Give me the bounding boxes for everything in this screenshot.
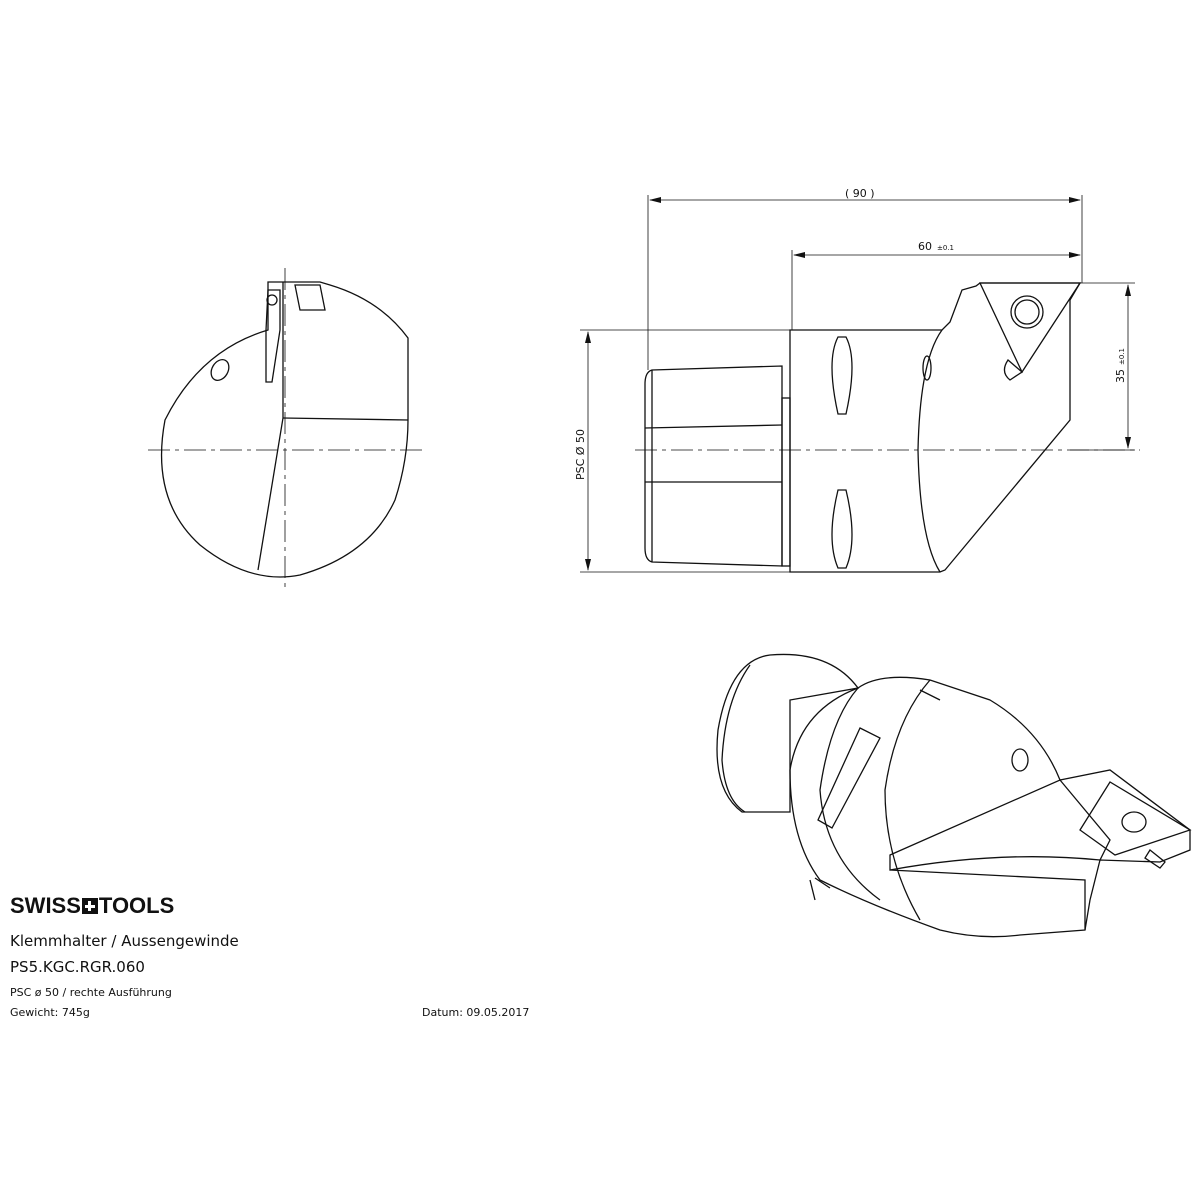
holder-body — [789, 282, 1082, 573]
insert-clamp — [1003, 359, 1024, 381]
dim-overall-length: ( 90 ) — [845, 187, 875, 200]
insert-hole — [266, 294, 278, 306]
front-edge-slant — [257, 282, 284, 571]
psc-shank — [644, 365, 783, 567]
insert-side — [265, 289, 281, 383]
iso-coolant-port — [1011, 748, 1029, 772]
front-edge — [282, 417, 409, 421]
clamp-slot-bottom — [831, 489, 853, 569]
front-outline — [160, 281, 409, 578]
threading-insert — [978, 282, 1082, 374]
iso-insert-screw — [1121, 811, 1147, 833]
iso-shank — [716, 653, 860, 813]
iso-head-top — [889, 779, 1111, 871]
product-code: PS5.KGC.RGR.060 — [10, 958, 145, 976]
shank-collar — [781, 397, 791, 567]
drawing-date: Datum: 09.05.2017 — [422, 1006, 530, 1019]
dim-height-35-tol: ±0.1 — [1118, 348, 1126, 365]
dim-length-60-tol: ±0.1 — [937, 244, 954, 252]
dim-height-35: 35 — [1114, 369, 1127, 383]
isometric-view — [716, 653, 1192, 938]
swisstools-logo: SWISS TOOLS — [10, 893, 174, 919]
clamp-part — [294, 284, 326, 311]
product-weight: Gewicht: 745g — [10, 1006, 90, 1019]
product-spec: PSC ø 50 / rechte Ausführung — [10, 986, 172, 999]
iso-body — [789, 676, 1191, 938]
side-view: ( 90 ) 60 ±0.1 35 ±0.1 PSC Ø 50 — [574, 187, 1140, 573]
dimension-lines — [580, 195, 1135, 573]
dim-length-60: 60 — [918, 240, 932, 253]
product-title: Klemmhalter / Aussengewinde — [10, 932, 239, 950]
coolant-hole — [210, 359, 230, 381]
coolant-port — [922, 355, 932, 381]
insert-screw — [1010, 295, 1044, 329]
front-view — [148, 268, 425, 588]
front-face-ellipse — [917, 329, 943, 573]
logo-text-left: SWISS — [10, 893, 81, 918]
swiss-cross-icon — [81, 898, 98, 914]
dim-diameter: PSC Ø 50 — [574, 429, 587, 480]
iso-insert — [1079, 781, 1192, 856]
logo-text-right: TOOLS — [98, 893, 175, 918]
iso-clamp-slot — [817, 727, 881, 829]
clamp-slot-top — [831, 336, 853, 415]
